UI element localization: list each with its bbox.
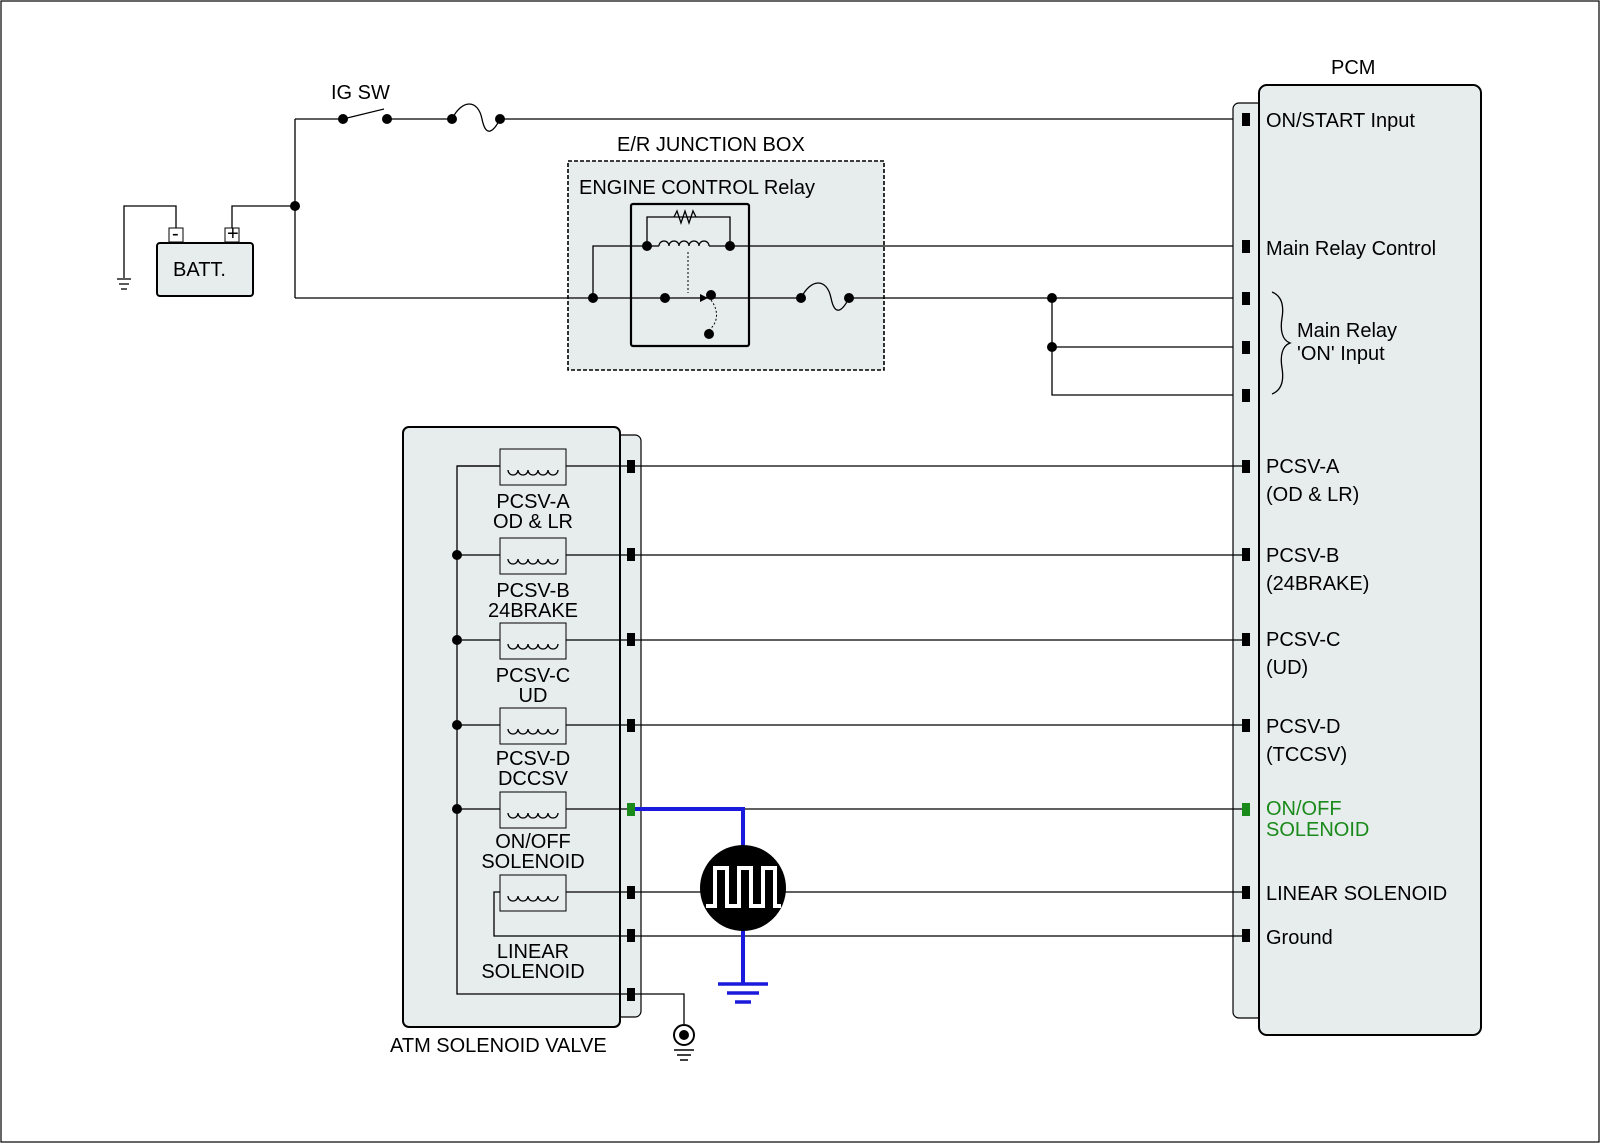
solenoid-linear-label-2: SOLENOID bbox=[481, 961, 584, 983]
pcm-pcsv-c-label-2: (UD) bbox=[1266, 657, 1308, 679]
pcm-main-relay-control-label: Main Relay Control bbox=[1266, 238, 1436, 260]
pcm-onoff-label-2: SOLENOID bbox=[1266, 819, 1369, 841]
solenoid-d-label-1: PCSV-D bbox=[496, 748, 570, 770]
ig-switch-label: IG SW bbox=[331, 82, 390, 104]
solenoid-coil-onoff bbox=[457, 791, 631, 829]
solenoid-onoff-label-2: SOLENOID bbox=[481, 851, 584, 873]
solenoid-c-label-1: PCSV-C bbox=[496, 665, 570, 687]
pcm-linear-label: LINEAR SOLENOID bbox=[1266, 883, 1447, 905]
junction-box-label: E/R JUNCTION BOX bbox=[617, 134, 805, 156]
resistor-icon bbox=[673, 208, 697, 226]
solenoid-onoff-label-1: ON/OFF bbox=[495, 831, 571, 853]
pcm-onoff-label-1: ON/OFF bbox=[1266, 798, 1342, 820]
solenoid-coil-c bbox=[457, 622, 631, 660]
pcm-pcsv-a-label-1: PCSV-A bbox=[1266, 456, 1340, 478]
pcm-on-start-label: ON/START Input bbox=[1266, 110, 1415, 132]
main-relay-bracket bbox=[1271, 291, 1292, 395]
battery-plus-label: + bbox=[227, 223, 239, 245]
pcm-pcsv-b-label-1: PCSV-B bbox=[1266, 545, 1339, 567]
relay-label: ENGINE CONTROL Relay bbox=[579, 177, 815, 199]
solenoid-a-label-1: PCSV-A bbox=[496, 491, 570, 513]
ig-switch-contact bbox=[342, 108, 385, 120]
battery-minus-label: - bbox=[172, 223, 179, 245]
battery-label: BATT. bbox=[173, 259, 226, 281]
solenoid-b-label-1: PCSV-B bbox=[496, 580, 569, 602]
chassis-ground-icon bbox=[673, 1024, 695, 1061]
pcm-label: PCM bbox=[1331, 57, 1375, 79]
solenoid-linear-label-1: LINEAR bbox=[497, 941, 569, 963]
junction-dot bbox=[290, 201, 300, 211]
engine-control-relay bbox=[629, 202, 751, 348]
pcm-pcsv-d-label-2: (TCCSV) bbox=[1266, 744, 1347, 766]
atm-pins bbox=[627, 460, 635, 1001]
pcm-pcsv-b-label-2: (24BRAKE) bbox=[1266, 573, 1369, 595]
atm-label: ATM SOLENOID VALVE bbox=[390, 1035, 607, 1057]
fuse-icon bbox=[451, 103, 501, 132]
solenoid-b-label-2: 24BRAKE bbox=[488, 600, 578, 622]
pcm-pcsv-c-label-1: PCSV-C bbox=[1266, 629, 1340, 651]
pcm-module bbox=[1258, 84, 1482, 1036]
battery-ground-icon bbox=[117, 278, 131, 290]
solenoid-coil-linear bbox=[493, 874, 631, 937]
solenoid-coil-d bbox=[457, 707, 631, 745]
pcm-main-relay-on-label-2: 'ON' Input bbox=[1297, 343, 1385, 365]
probe-wire bbox=[635, 807, 745, 846]
pcm-ground-label: Ground bbox=[1266, 927, 1333, 949]
probe-ground-icon bbox=[718, 982, 768, 1004]
pcm-pcsv-a-label-2: (OD & LR) bbox=[1266, 484, 1359, 506]
solenoid-d-label-2: DCCSV bbox=[498, 768, 569, 790]
relay-fuse-icon bbox=[800, 282, 850, 311]
pcm-main-relay-on-label-1: Main Relay bbox=[1297, 320, 1397, 342]
solenoid-c-label-2: UD bbox=[519, 685, 548, 707]
battery-positive-wire bbox=[231, 205, 295, 228]
battery: - + BATT. bbox=[156, 223, 254, 297]
pcm-pins bbox=[1242, 113, 1250, 942]
pcm-pcsv-d-label-1: PCSV-D bbox=[1266, 716, 1340, 738]
solenoid-a-label-2: OD & LR bbox=[493, 511, 573, 533]
solenoid-coil-b bbox=[457, 537, 631, 575]
solenoid-coil-a bbox=[457, 448, 631, 486]
coil-icon bbox=[658, 240, 710, 247]
oscilloscope-probe-icon bbox=[700, 845, 786, 931]
battery-negative-wire bbox=[123, 205, 177, 278]
